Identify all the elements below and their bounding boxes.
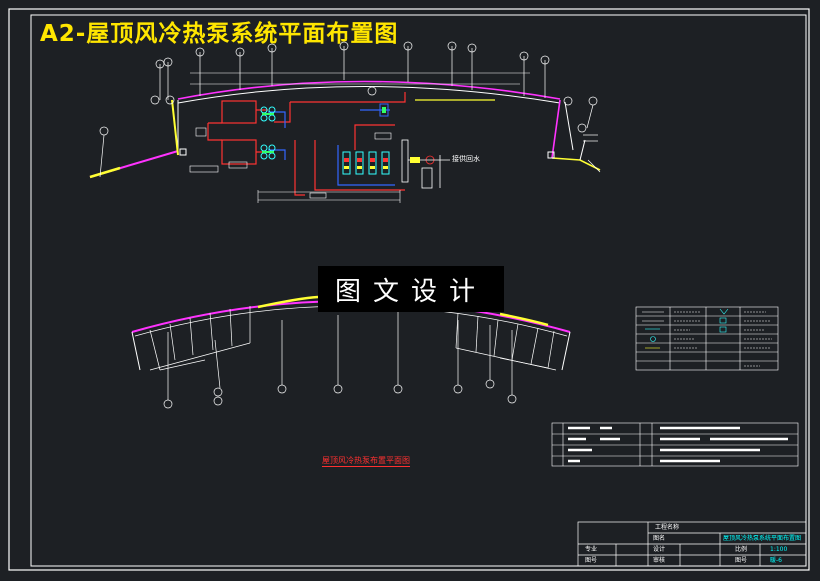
- upper-roof-plan: 接供回水: [89, 41, 601, 203]
- scale-value: 1:100: [770, 546, 788, 553]
- row2-label: 图号: [585, 557, 598, 564]
- scale-label: 比例: [735, 546, 748, 553]
- sheet-value: 暖-6: [770, 557, 782, 564]
- title-block-frame: [577, 521, 807, 567]
- drawing-title: A2-屋顶风冷热泵系统平面布置图: [40, 21, 399, 47]
- outer-frame: [8, 8, 810, 571]
- sheet-label: 图号: [735, 557, 748, 564]
- check-label: 审核: [653, 557, 666, 564]
- plan-caption: 屋顶风冷热泵布置平面图: [322, 456, 410, 467]
- notes-table: [551, 422, 799, 467]
- lower-roof-plan: [131, 295, 571, 409]
- row1-label: 专业: [585, 546, 598, 553]
- pump-group: [260, 103, 390, 175]
- watermark: 图文设计: [318, 266, 504, 312]
- design-label: 设计: [653, 546, 666, 553]
- drawing-name: 屋顶风冷热泵系统平面布置图: [723, 535, 802, 542]
- pipe-label: 接供回水: [452, 154, 480, 163]
- inner-frame: [30, 14, 807, 567]
- project-name-label: 工程名称: [655, 524, 680, 531]
- legend-table: [635, 306, 779, 371]
- drawing-label: 图名: [653, 535, 666, 542]
